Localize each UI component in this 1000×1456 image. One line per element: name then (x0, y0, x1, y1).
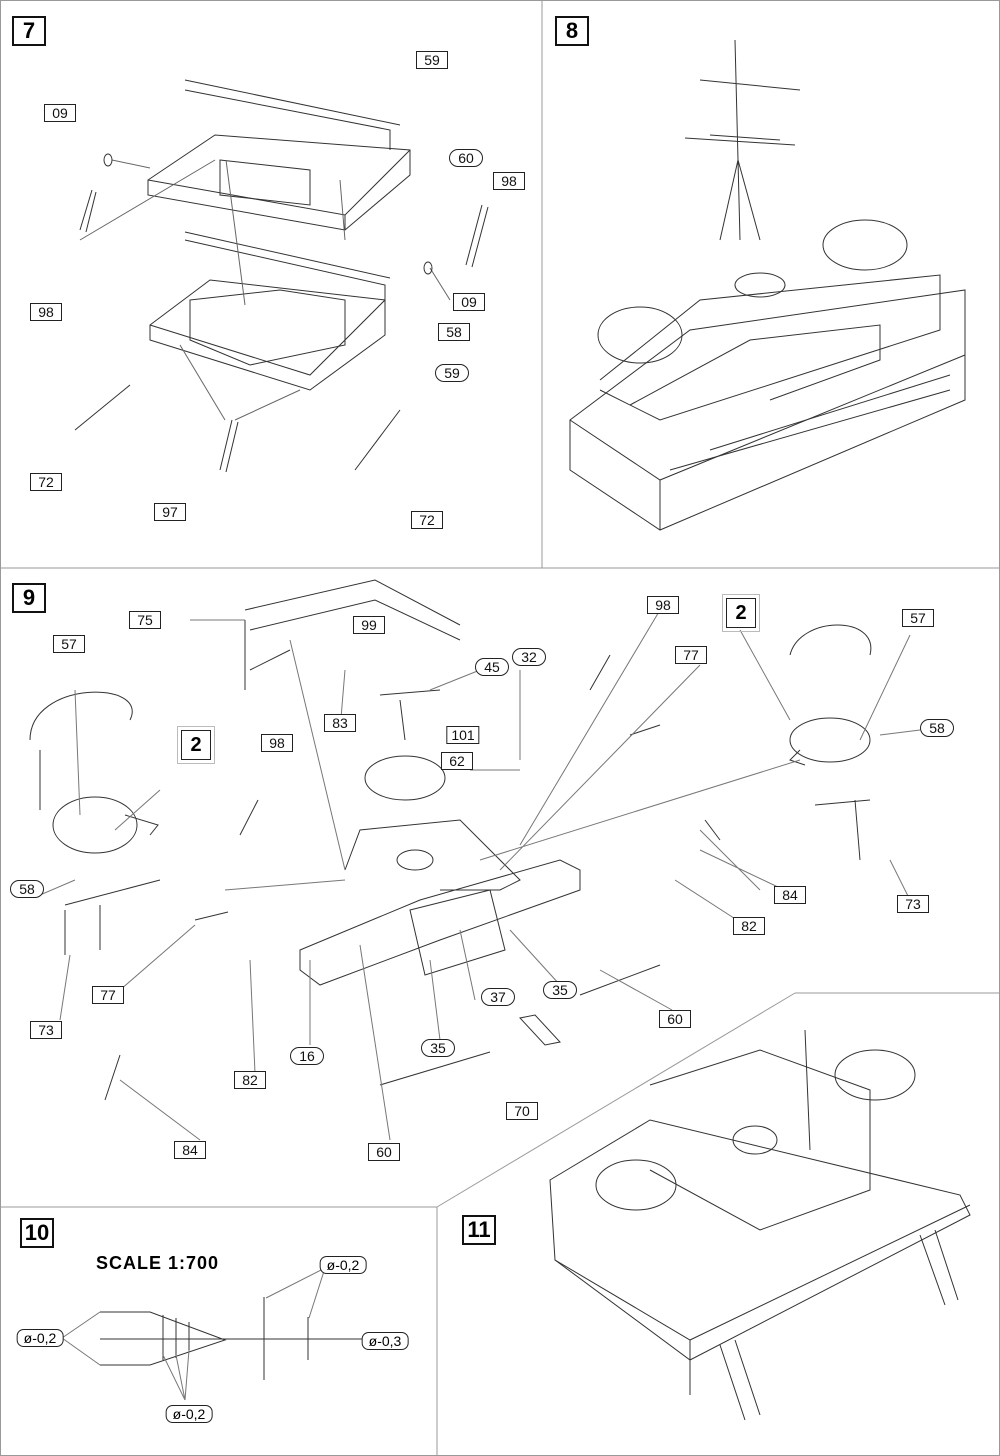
part-label: 97 (154, 503, 186, 521)
part-label: 98 (493, 172, 525, 190)
step-number-8: 8 (555, 16, 589, 46)
part-label: 16 (290, 1047, 324, 1065)
part-label: 60 (659, 1010, 691, 1028)
part-label: 83 (324, 714, 356, 732)
part-label: 09 (44, 104, 76, 122)
part-label: 98 (30, 303, 62, 321)
part-label: 57 (902, 609, 934, 627)
diameter-label: ø-0,2 (165, 1405, 213, 1423)
part-label: 73 (30, 1021, 62, 1039)
scale-note: SCALE 1:700 (96, 1253, 220, 1273)
part-label: 32 (512, 648, 546, 666)
part-label: 58 (438, 323, 470, 341)
part-label: 82 (234, 1071, 266, 1089)
part-label: 75 (129, 611, 161, 629)
step-number-10: 10 (20, 1218, 54, 1248)
part-label: 37 (481, 988, 515, 1006)
step-number-9: 9 (12, 583, 46, 613)
part-label: 77 (675, 646, 707, 664)
part-label: 82 (733, 917, 765, 935)
diameter-label: ø-0,2 (16, 1329, 64, 1347)
part-label: 60 (449, 149, 483, 167)
part-label: 101 (446, 726, 480, 744)
part-label: 84 (174, 1141, 206, 1159)
sub-assembly-ref: 2 (722, 594, 760, 632)
step-number-11: 11 (462, 1215, 496, 1245)
step10-mast (61, 1267, 390, 1401)
step9-parts (29, 579, 921, 1141)
part-label: 60 (368, 1143, 400, 1161)
part-label: 72 (411, 511, 443, 529)
step7-parts (74, 79, 489, 473)
part-label: 62 (441, 752, 473, 770)
part-label: 09 (453, 293, 485, 311)
part-label: 35 (421, 1039, 455, 1057)
step11-ship (549, 1029, 971, 1421)
part-label: 84 (774, 886, 806, 904)
sub-assembly-ref: 2 (177, 726, 215, 764)
part-label: 72 (30, 473, 62, 491)
step8-ship (569, 39, 966, 531)
part-label: 59 (416, 51, 448, 69)
part-label: 70 (506, 1102, 538, 1120)
part-label: 57 (53, 635, 85, 653)
part-label: 59 (435, 364, 469, 382)
part-label: 45 (475, 658, 509, 676)
diameter-label: ø-0,3 (361, 1332, 409, 1350)
part-label: 98 (261, 734, 293, 752)
part-label: 98 (647, 596, 679, 614)
part-label: 99 (353, 616, 385, 634)
step-number-7: 7 (12, 16, 46, 46)
part-label: 58 (10, 880, 44, 898)
part-label: 77 (92, 986, 124, 1004)
part-label: 58 (920, 719, 954, 737)
part-label: 35 (543, 981, 577, 999)
diameter-label: ø-0,2 (319, 1256, 367, 1274)
part-label: 73 (897, 895, 929, 913)
